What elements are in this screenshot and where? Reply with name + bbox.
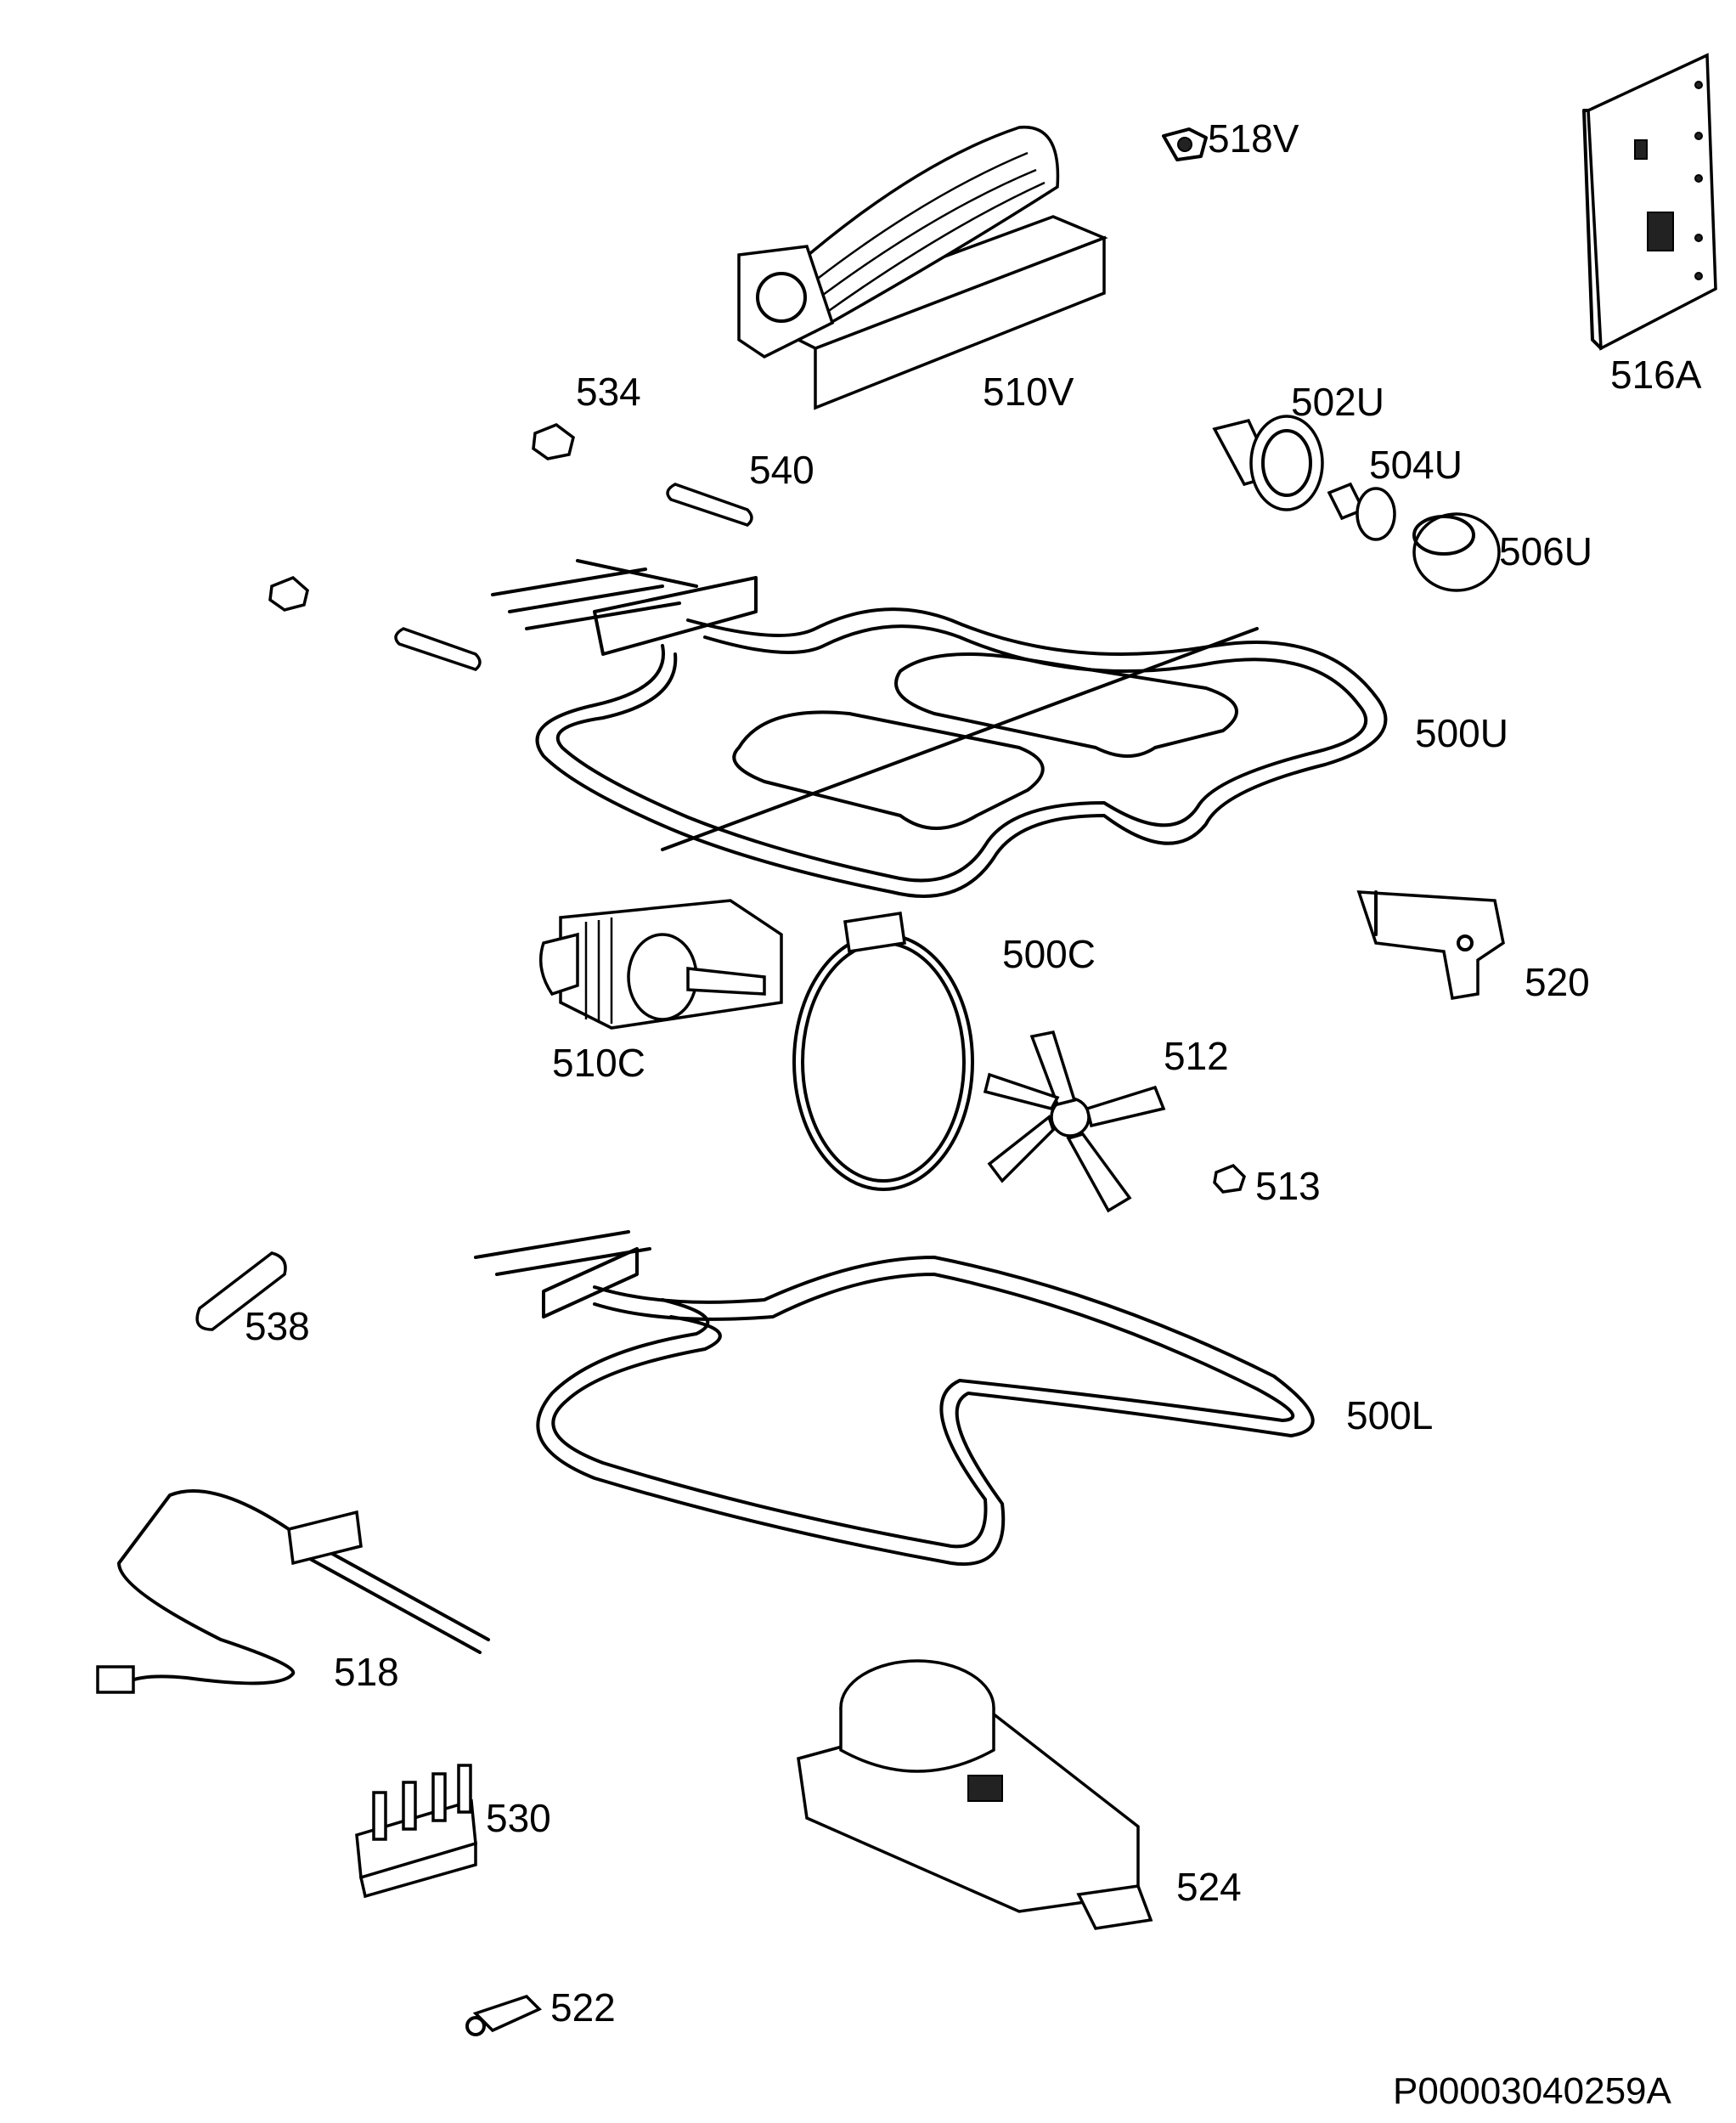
part-510V-drawing — [737, 126, 1108, 410]
part-538-drawing — [195, 1251, 287, 1331]
part-502U-drawing — [1212, 415, 1324, 511]
part-518V-drawing — [1162, 127, 1208, 161]
label-540: 540 — [749, 448, 814, 492]
label-522: 522 — [550, 1985, 616, 2030]
part-516A-drawing — [1582, 53, 1717, 351]
label-500C: 500C — [1002, 932, 1096, 976]
label-502U: 502U — [1291, 380, 1384, 424]
label-510C: 510C — [552, 1041, 645, 1085]
label-506U: 506U — [1499, 529, 1592, 573]
label-512: 512 — [1164, 1034, 1229, 1078]
part-513-drawing — [1213, 1163, 1247, 1194]
label-524: 524 — [1176, 1865, 1242, 1909]
part-518-drawing — [96, 1489, 490, 1694]
label-518: 518 — [334, 1650, 399, 1694]
label-520: 520 — [1525, 960, 1590, 1004]
label-500L: 500L — [1346, 1393, 1434, 1437]
part-500U-drawing — [491, 559, 1388, 898]
part-534-drawing — [268, 423, 575, 612]
part-510C-drawing — [538, 899, 783, 1030]
label-513: 513 — [1255, 1164, 1321, 1208]
part-520-drawing — [1356, 890, 1505, 1001]
label-534: 534 — [576, 370, 641, 414]
part-530-drawing — [355, 1764, 477, 1899]
part-500C-drawing — [792, 912, 974, 1191]
part-524-drawing — [797, 1659, 1153, 1930]
part-500L-drawing — [474, 1230, 1315, 1567]
part-512-drawing — [983, 1030, 1166, 1213]
part-504U-drawing — [1327, 482, 1396, 541]
label-518V: 518V — [1208, 116, 1299, 161]
drawing-number: P00003040259A — [1393, 2070, 1671, 2112]
label-504U: 504U — [1369, 443, 1463, 487]
label-500U: 500U — [1415, 711, 1508, 755]
part-506U-drawing — [1412, 512, 1501, 592]
part-522-drawing — [465, 1994, 543, 2036]
label-530: 530 — [486, 1796, 551, 1840]
label-510V: 510V — [983, 370, 1074, 414]
label-516A: 516A — [1610, 353, 1702, 397]
part-540-drawing — [394, 483, 753, 671]
label-538: 538 — [245, 1304, 310, 1348]
